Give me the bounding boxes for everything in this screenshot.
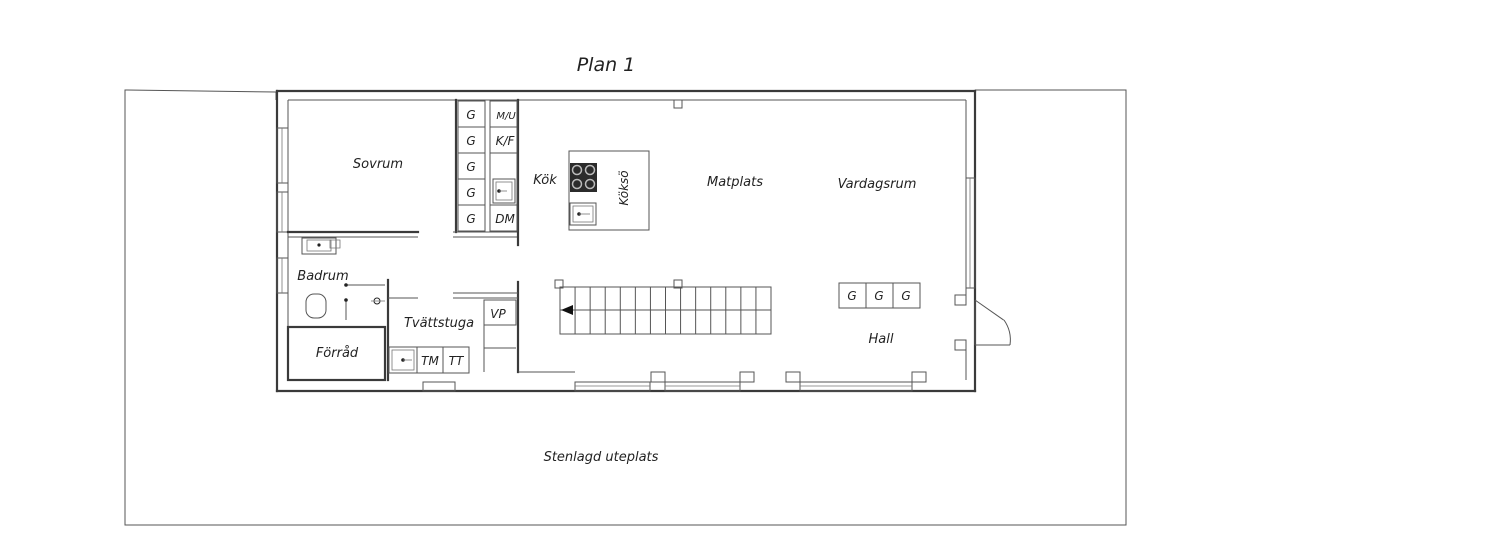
bathroom-fixtures [301, 237, 385, 320]
staircase [559, 286, 772, 335]
room-label-vardagsrum: Vardagsrum [838, 177, 917, 192]
dishwasher-label: DM [495, 212, 515, 226]
wardrobe-label: G [466, 134, 475, 148]
plan-title: Plan 1 [577, 54, 636, 76]
windows-left [276, 127, 289, 294]
wardrobe-label: G [901, 289, 910, 303]
wardrobe-label: G [847, 289, 856, 303]
laundry-fixtures: VP TM TT [388, 299, 517, 374]
room-label-kok: Kök [533, 173, 557, 188]
windows-bottom [422, 381, 913, 392]
room-label-matplats: Matplats [707, 175, 763, 190]
room-label-hall: Hall [869, 332, 894, 347]
toilet-icon [305, 293, 327, 319]
window-right [965, 177, 976, 289]
island-label: Köksö [617, 170, 631, 205]
drying-cabinet-label: VP [490, 307, 506, 321]
room-label-uteplats: Stenlagd uteplats [544, 450, 659, 465]
entrance-door [954, 294, 1011, 351]
wardrobe-label: G [466, 186, 475, 200]
interior-walls [286, 98, 927, 383]
sovrum-wardrobes: G G G G G [457, 100, 486, 232]
wardrobe-label: G [466, 160, 475, 174]
hall-wardrobes: G G G [838, 282, 921, 309]
wardrobe-label: G [874, 289, 883, 303]
wardrobe-label: G [466, 212, 475, 226]
microwave-oven-label: M/U [496, 111, 516, 122]
kitchen-column: M/U K/F DM [489, 100, 518, 232]
wardrobe-label: G [466, 108, 475, 122]
dryer-label: TM [421, 354, 439, 368]
room-label-sovrum: Sovrum [353, 157, 403, 172]
room-label-badrum: Badrum [297, 269, 348, 284]
kitchen-island: Köksö [568, 150, 650, 231]
washbasin-icon [301, 237, 337, 255]
washer-label: TT [449, 354, 465, 368]
room-labels: Sovrum Badrum Förråd Tvättstuga Kök Matp… [297, 157, 916, 465]
fridge-freezer-label: K/F [496, 134, 516, 148]
room-label-forrad: Förråd [316, 346, 359, 361]
stair-arrow-icon [561, 305, 573, 315]
room-label-tvattstuga: Tvättstuga [404, 316, 474, 331]
